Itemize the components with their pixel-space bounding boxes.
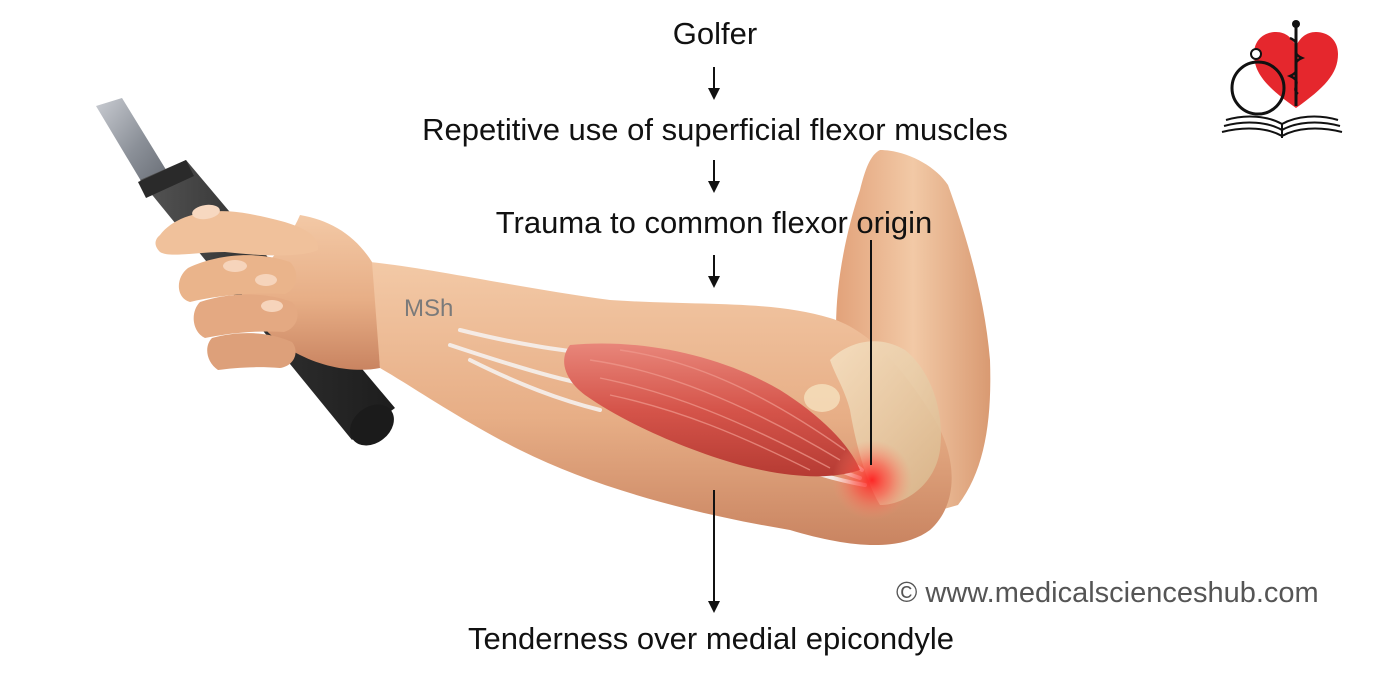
arrow-head [708,601,720,613]
elbow-bone [830,341,941,505]
arrow-head [708,276,720,288]
medical-heart-logo-icon [1221,20,1343,138]
step-repetitive-use: Repetitive use of superficial flexor mus… [422,112,1008,147]
arrow-head [708,181,720,193]
copyright-text: © www.medicalscienceshub.com [896,577,1319,609]
step-trauma: Trauma to common flexor origin [495,205,933,240]
inflammation-hotspot [832,440,912,520]
open-book-icon [1221,115,1343,138]
watermark-text: MSh [404,295,454,322]
hand [155,204,380,370]
step-golfer: Golfer [672,16,758,51]
arrow-head [708,88,720,100]
step-tenderness: Tenderness over medial epicondyle [468,621,954,656]
superficial-flexor-muscles [564,343,860,477]
